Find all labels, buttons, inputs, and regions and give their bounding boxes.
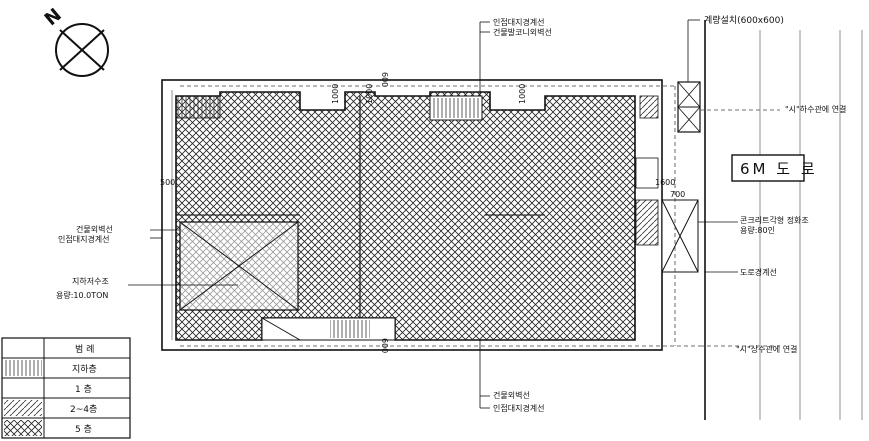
north-arrow-circle xyxy=(55,23,109,77)
meter-diag-4 xyxy=(677,106,701,133)
dim-1000-b: 1000 xyxy=(365,84,374,104)
meter-diag-2 xyxy=(677,81,701,108)
road-label-text: 6M 도 로 xyxy=(740,160,818,178)
dim-600-top: 600 xyxy=(380,72,389,87)
label-water: "시"상수관에 연결 xyxy=(736,344,797,354)
right-strip-upper xyxy=(639,95,659,119)
top-left-strip xyxy=(175,95,221,119)
label-sewer: "시"하수관에 연결 xyxy=(785,104,846,114)
dim-1000-c: 1000 xyxy=(518,84,527,104)
label-left-boundary: 인접대지경계선 xyxy=(58,234,110,244)
legend-title: 범 례 xyxy=(75,344,94,355)
dim-500: 500 xyxy=(160,178,175,187)
pipe-lines xyxy=(180,85,780,347)
legend-row-basement: 지하층 xyxy=(72,364,97,375)
septic-diag-2 xyxy=(661,199,699,273)
entry-notch-hatch xyxy=(330,320,370,338)
label-bottom-boundary: 인접대지경계선 xyxy=(493,403,545,413)
legend: 범 례 지하층 1 층 2~4층 5 층 xyxy=(1,337,131,439)
entry-notch-diag xyxy=(261,317,301,341)
stair-core-hatch xyxy=(432,98,480,118)
label-top-balcony: 건물발코니외벽선 xyxy=(493,27,552,37)
underground-tank xyxy=(179,221,299,311)
tank-diag-2 xyxy=(179,221,299,311)
label-bottom-wall: 건물외벽선 xyxy=(493,390,530,400)
leader-lines xyxy=(128,19,738,409)
legend-swatch-floor2-4 xyxy=(4,400,42,416)
north-arrow-line-2 xyxy=(59,29,105,71)
road-label-box xyxy=(731,154,805,182)
label-left-wall: 건물외벽선 xyxy=(76,224,113,234)
septic-tank xyxy=(661,199,699,273)
label-road-boundary: 도로경계선 xyxy=(740,267,777,277)
label-septic-name: 콘크리트각형 정화조 xyxy=(740,215,809,225)
legend-swatch-floor1 xyxy=(4,380,42,396)
right-strip-mid xyxy=(635,157,659,189)
meter-box xyxy=(677,81,701,133)
label-meter: 계량설치(600x600) xyxy=(704,14,784,26)
right-strip-lower xyxy=(635,199,659,246)
legend-swatch-floor5 xyxy=(4,420,42,436)
legend-row-floor5: 5 층 xyxy=(75,424,92,435)
legend-swatch-basement xyxy=(4,360,42,376)
dim-700: 700 xyxy=(670,190,685,199)
dim-1000-a: 1000 xyxy=(331,84,340,104)
label-tank-name: 지하저수조 xyxy=(72,276,109,286)
road-label: 6M 도 로 xyxy=(731,154,818,182)
label-top-boundary: 인접대지경계선 xyxy=(493,17,545,27)
legend-row-floor1: 1 층 xyxy=(75,384,92,395)
label-tank-capacity: 용량:10.0TON xyxy=(56,290,108,300)
label-septic-capacity: 용량:80인 xyxy=(740,225,775,235)
dim-1600: 1600 xyxy=(655,178,675,187)
dim-600-bot: 600 xyxy=(380,338,389,353)
legend-row-floor2-4: 2~4층 xyxy=(70,404,97,415)
north-arrow: N xyxy=(41,4,109,77)
north-letter: N xyxy=(41,4,66,30)
